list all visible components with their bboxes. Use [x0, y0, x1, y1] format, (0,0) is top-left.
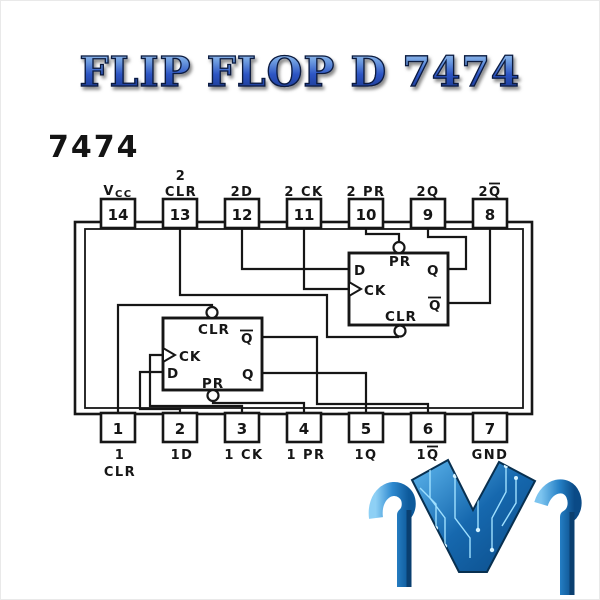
ff2-q-label: Q — [427, 263, 439, 279]
brand-logo — [368, 458, 582, 595]
wire-pin10-to-ff2-pr — [364, 228, 401, 242]
ff2-pr-label: PR — [389, 254, 411, 270]
wire-ff2-q-to-pin9 — [426, 228, 468, 271]
logo-center-m — [410, 458, 537, 573]
pin-4-label: 1 PR — [286, 448, 325, 463]
wire-pin12-to-ff2-d — [240, 228, 349, 271]
pin-4-box — [285, 411, 323, 444]
pin-1-label-line1: 1 — [115, 448, 126, 463]
pin-10: 10 2 PR — [346, 185, 385, 230]
pin-5-box — [347, 411, 385, 444]
ff2-clr-label: CLR — [385, 309, 417, 325]
pin-12-number: 12 — [232, 206, 253, 224]
pin-7-label: GND — [472, 448, 509, 463]
bottom-pins: 1 1 CLR 2 1D 3 1 CK 4 1 PR 5 — [99, 411, 509, 480]
pin-8: 8 2Q — [471, 182, 509, 230]
page-title: FLIP FLOP D 7474 — [0, 47, 600, 96]
pin-12: 12 2D — [223, 185, 261, 230]
part-number-label: 7474 — [48, 130, 140, 165]
pin-11-box — [285, 197, 323, 230]
pin-8-box — [471, 197, 509, 230]
pin-8-label: 2Q — [478, 185, 501, 200]
pin-2-box — [161, 411, 199, 444]
pin-12-box — [223, 197, 261, 230]
pin-11-label: 2 CK — [284, 185, 323, 200]
wire-ff1-q-to-pin5 — [262, 371, 368, 413]
ff1-pr-label: PR — [202, 376, 224, 392]
pin-7-number: 7 — [485, 420, 495, 438]
pin-11-number: 11 — [294, 206, 315, 224]
pin-13-number: 13 — [170, 206, 191, 224]
ff1-ck-label: CK — [179, 349, 201, 365]
ff1-q-label: Q — [242, 367, 254, 383]
ff2-preset-bubble — [392, 240, 406, 255]
pin-14: 14 VCC — [99, 184, 137, 230]
pin-9-number: 9 — [423, 206, 433, 224]
pin-2-label: 1D — [171, 448, 194, 463]
pin-5-number: 5 — [361, 420, 371, 438]
ff1-d-label: D — [167, 366, 179, 382]
logo-left-ribbon — [368, 482, 416, 587]
top-pins: 14 VCC 13 2 CLR 12 2D 11 2 CK 10 — [99, 169, 509, 230]
pin-13-box — [161, 197, 199, 230]
flip-flop-1: CLR Q CK D Q PR — [161, 305, 264, 403]
pin-1-label-line2: CLR — [104, 465, 136, 480]
pin-6-label: 1Q — [416, 448, 439, 463]
pin-6-number: 6 — [423, 420, 433, 438]
wire-pin3-to-ff1-ck — [148, 353, 244, 413]
pin-2-number: 2 — [175, 420, 185, 438]
pin-3-label: 1 CK — [224, 448, 263, 463]
pin-7-box — [471, 411, 509, 444]
ff2-d-label: D — [354, 263, 366, 279]
ff1-clear-bubble — [205, 305, 219, 320]
ff2-clock-triangle — [348, 280, 363, 298]
pin-9-box — [409, 197, 447, 230]
ff2-qbar-label: Q — [429, 298, 441, 314]
pin-13: 13 2 CLR — [161, 169, 199, 230]
pin-1-box — [99, 411, 137, 444]
pin-14-box — [99, 197, 137, 230]
pin-5-label: 1Q — [354, 448, 377, 463]
pin-8-number: 8 — [485, 206, 495, 224]
pin-5: 5 1Q — [347, 411, 385, 463]
flip-flop-2: PR D Q CK Q CLR — [347, 240, 450, 338]
ff2-clear-bubble — [393, 324, 407, 338]
pin-2: 2 1D — [161, 411, 199, 463]
pin-11: 11 2 CK — [284, 185, 323, 230]
pin-10-number: 10 — [356, 206, 377, 224]
wire-ff2-qbar-to-pin8 — [448, 228, 492, 305]
ff1-clr-label: CLR — [198, 322, 230, 338]
ff1-qbar-label: Q — [241, 331, 253, 347]
pin-13-label-line2: CLR — [165, 185, 197, 200]
wire-pin11-to-ff2-ck — [302, 228, 349, 291]
ff1-clock-triangle — [162, 346, 177, 364]
pin-4-number: 4 — [299, 420, 309, 438]
pin-10-box — [347, 197, 385, 230]
ff1-preset-bubble — [206, 388, 220, 403]
pin-7: 7 GND — [471, 411, 509, 463]
pin-14-number: 14 — [108, 206, 129, 224]
pin-3: 3 1 CK — [223, 411, 263, 463]
pin-9: 9 2Q — [409, 185, 447, 230]
pin-9-label: 2Q — [416, 185, 439, 200]
pin-3-number: 3 — [237, 420, 247, 438]
internal-wires — [116, 228, 492, 413]
wire-ff1-qbar-to-pin6 — [262, 335, 430, 413]
ff2-ck-label: CK — [364, 283, 386, 299]
pin-6: 6 1Q — [409, 411, 447, 463]
pin-10-label: 2 PR — [346, 185, 385, 200]
pin-1-number: 1 — [113, 420, 123, 438]
pin-12-label: 2D — [231, 185, 254, 200]
pin-3-box — [223, 411, 261, 444]
pin-13-label-line1: 2 — [176, 169, 187, 184]
pin-1: 1 1 CLR — [99, 411, 137, 480]
pin-14-label: VCC — [103, 184, 132, 200]
logo-right-ribbon — [534, 479, 582, 595]
wire-pin13-to-ff2-clr — [178, 228, 399, 339]
pin-6-box — [409, 411, 447, 444]
wire-pin2-to-ff1-d — [138, 370, 182, 413]
pin-4: 4 1 PR — [285, 411, 325, 463]
